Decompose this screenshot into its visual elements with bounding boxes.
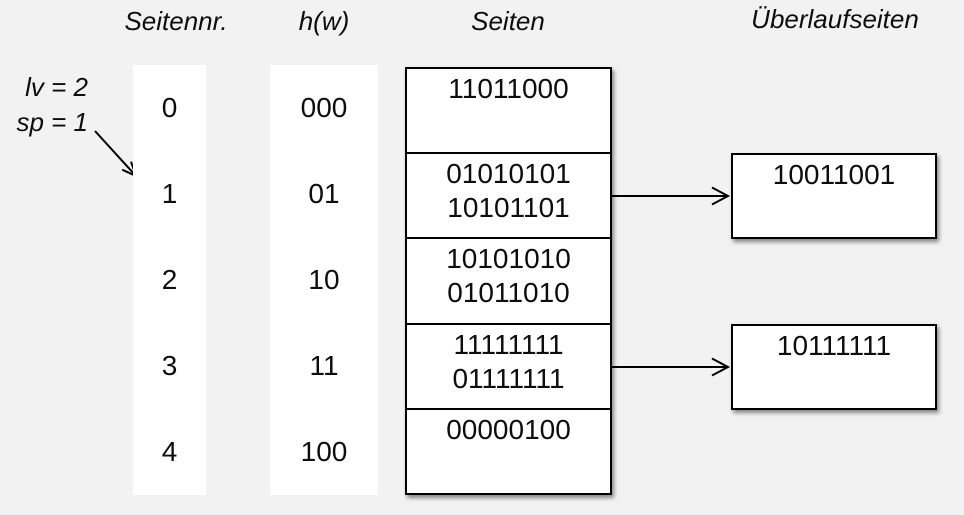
page-cell-1: 01010101 10101101: [407, 154, 610, 240]
page-cell-0: 11011000: [407, 69, 610, 155]
overflow-entry: 10111111: [776, 330, 892, 361]
hash-value: 000: [300, 92, 348, 123]
page-number: 4: [161, 436, 178, 467]
page-cell-4: 00000100: [407, 410, 610, 493]
overflow-page-1: 10011001: [731, 153, 937, 239]
page-cell-2: 10101010 01011010: [407, 239, 610, 325]
hash-value: 10: [308, 264, 340, 295]
page-number: 2: [161, 264, 178, 295]
hash-value: 100: [300, 436, 348, 467]
page-entry: 01011010: [447, 277, 570, 309]
overflow-arrow-icon-2: [612, 357, 731, 377]
page-entry: 10101101: [447, 192, 570, 224]
page-cell-3: 11111111 01111111: [407, 325, 610, 410]
overflow-entry: 10011001: [772, 159, 896, 190]
column-header-hash: h(w): [298, 6, 350, 36]
page-entry: [407, 447, 610, 481]
column-header-ueberlaufseiten: Überlaufseiten: [751, 4, 919, 34]
hash-value: 01: [308, 178, 340, 209]
page-number-column: 0 1 2 3 4: [133, 65, 206, 495]
page-entry: 11011000: [448, 73, 569, 104]
page-entry: 01111111: [452, 362, 565, 394]
overflow-page-2: 10111111: [731, 324, 937, 410]
hash-value: 11: [309, 350, 339, 381]
overflow-arrow-icon-1: [612, 186, 731, 206]
pages-table: 11011000 01010101 10101101 10101010 0101…: [405, 67, 612, 495]
column-header-seitennr: Seitennr.: [124, 6, 228, 36]
page-number: 0: [161, 92, 178, 123]
level-label: lv = 2: [25, 72, 88, 102]
split-pointer-label: sp = 1: [16, 107, 88, 137]
page-entry: 01010101: [446, 158, 571, 190]
page-number: 3: [161, 350, 178, 381]
hash-value-column: 000 01 10 11 100: [270, 65, 378, 495]
page-entry: 10101010: [446, 243, 571, 275]
state-annotation: lv = 2 sp = 1: [6, 70, 88, 140]
column-header-seiten: Seiten: [471, 6, 545, 36]
page-entry: 00000100: [446, 413, 571, 445]
page-entry: [407, 106, 610, 140]
page-entry: 11111111: [453, 328, 564, 360]
page-number: 1: [161, 178, 178, 209]
